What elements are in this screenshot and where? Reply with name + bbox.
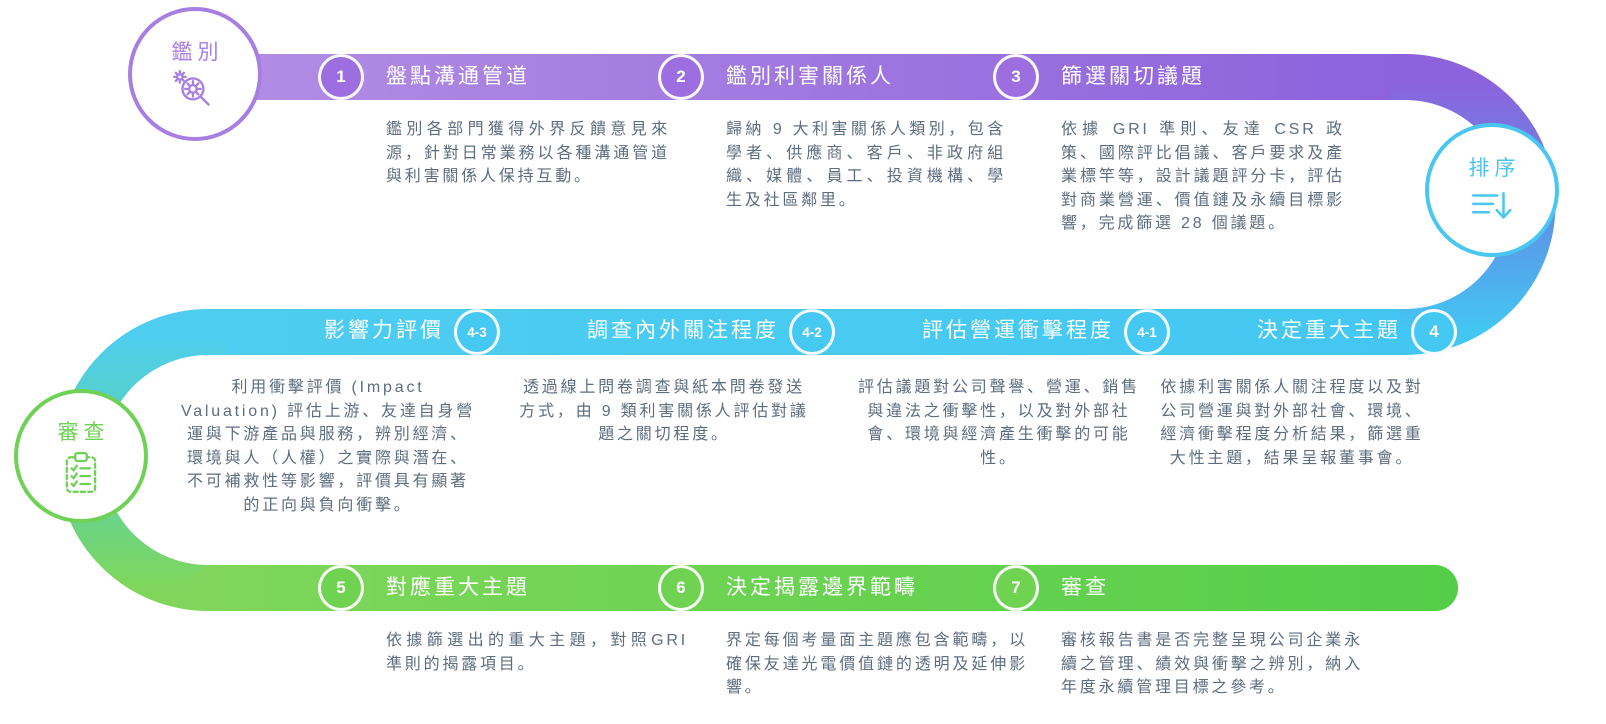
step-7-title: 審查 xyxy=(1061,576,1109,599)
step-1-badge: 1 xyxy=(318,54,364,100)
step-6-badge: 6 xyxy=(658,565,704,611)
step-2-badge: 2 xyxy=(658,54,704,100)
step-6-desc: 界定每個考量面主題應包含範疇，以確保友達光電價值鏈的透明及延伸影響。 xyxy=(726,632,1028,696)
step-7-badge: 7 xyxy=(993,565,1039,611)
stage-review-circle: 審查 xyxy=(14,389,148,523)
stage-identify-circle: 鑑別 xyxy=(128,7,262,141)
stage-rank-circle: 排序 xyxy=(1425,123,1559,257)
step-5-desc: 依據篩選出的重大主題，對照GRI 準則的揭露項目。 xyxy=(386,632,688,673)
step-4-2-badge: 4-2 xyxy=(789,309,835,355)
sort-down-arrow-icon xyxy=(1471,192,1512,219)
step-3-desc: 依據 GRI 準則、友達 CSR 政策、國際評比倡議、客戶要求及產業標竿等，設計… xyxy=(1061,121,1345,232)
stage-identify-label: 鑑別 xyxy=(171,41,224,64)
step-4-2-desc: 透過線上問卷調查與紙本問卷發送方式，由 9 類利害關係人評估對議題之關切程度。 xyxy=(519,379,809,443)
step-6-title: 決定揭露邊界範疇 xyxy=(726,576,918,599)
step-4-3-title: 影響力評價 xyxy=(324,319,444,342)
step-7-desc: 審核報告書是否完整呈現公司企業永續之管理、績效與衝擊之辨別，納入年度永續管理目標… xyxy=(1061,632,1363,696)
step-2-title: 鑑別利害關係人 xyxy=(726,65,894,88)
step-4-title: 決定重大主題 xyxy=(1257,319,1401,342)
step-2-desc: 歸納 9 大利害關係人類別，包含學者、供應商、客戶、非政府組織、媒體、員工、投資… xyxy=(726,121,1006,209)
step-4-2-title: 調查內外關注程度 xyxy=(587,319,779,342)
step-4-1-desc: 評估議題對公司聲譽、營運、銷售與違法之衝擊性，以及對外部社會、環境與經濟產生衝擊… xyxy=(857,379,1140,467)
step-4-1-title: 評估營運衝擊程度 xyxy=(922,319,1114,342)
step-3-title: 篩選關切議題 xyxy=(1061,65,1205,88)
step-4-3-desc: 利用衝擊評價 (Impact Valuation) 評估上游、友達自身營運與下游… xyxy=(180,379,476,514)
stage-rank-label: 排序 xyxy=(1468,157,1521,180)
magnifier-gears-icon xyxy=(172,70,210,106)
step-4-badge: 4 xyxy=(1411,309,1457,355)
step-1-title: 盤點溝通管道 xyxy=(386,65,530,88)
step-5-title: 對應重大主題 xyxy=(386,576,530,599)
step-5-badge: 5 xyxy=(318,565,364,611)
step-4-desc: 依據利害關係人關注程度以及對公司營運與對外部社會、環境、經濟衝擊程度分析結果，篩… xyxy=(1160,379,1424,467)
step-4-3-badge: 4-3 xyxy=(454,309,500,355)
stage-review-label: 審查 xyxy=(57,421,110,444)
clipboard-checklist-icon xyxy=(65,451,97,493)
step-3-badge: 3 xyxy=(993,54,1039,100)
step-1-desc: 鑑別各部門獲得外界反饋意見來源，針對日常業務以各種溝通管道與利害關係人保持互動。 xyxy=(386,121,670,185)
step-4-1-badge: 4-1 xyxy=(1124,309,1170,355)
